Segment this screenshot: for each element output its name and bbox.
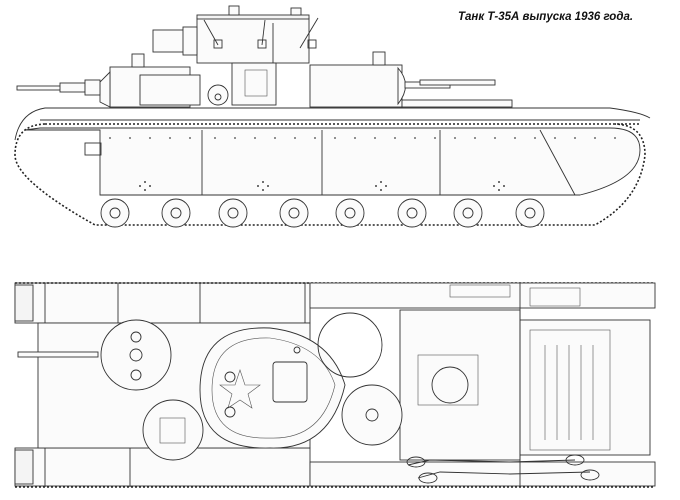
- forward-turret: [16, 53, 229, 108]
- main-turret-plan: [199, 327, 346, 449]
- drawing-caption: Танк Т-35А выпуска 1936 года.: [458, 11, 634, 23]
- star-emblem: [219, 369, 261, 409]
- rear-turret: [309, 51, 513, 108]
- hull-side-armor: [24, 127, 641, 196]
- top-view: [14, 282, 656, 488]
- road-wheels: [100, 198, 545, 228]
- main-turret: [152, 5, 319, 106]
- side-view: [14, 5, 651, 228]
